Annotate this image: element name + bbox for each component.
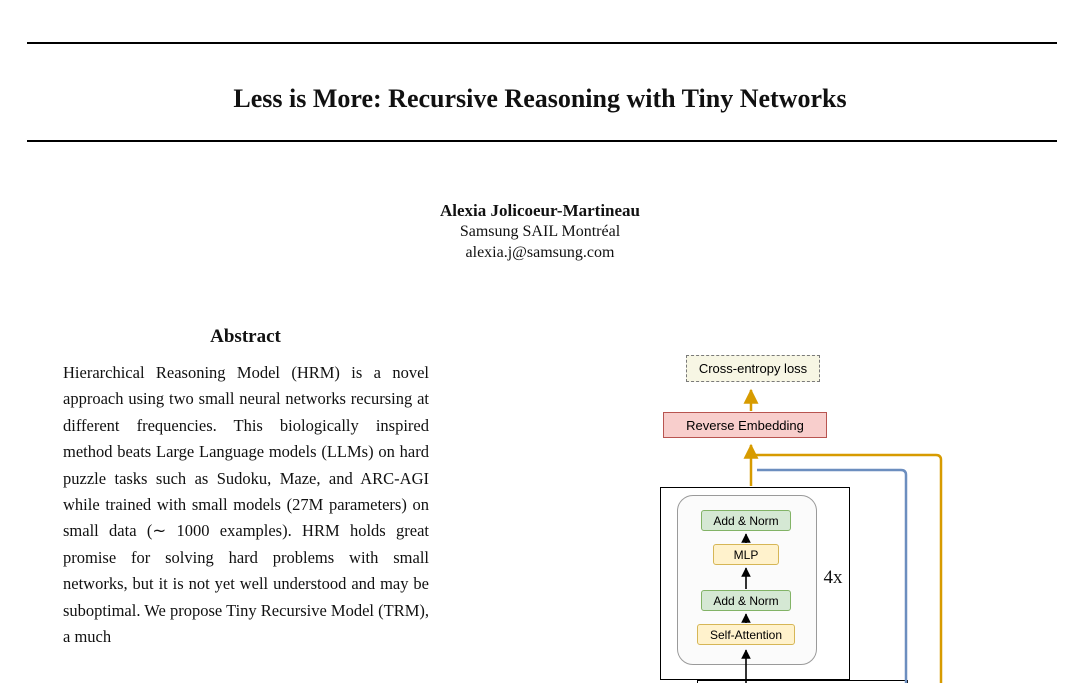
author-block: Alexia Jolicoeur-Martineau Samsung SAIL … (0, 200, 1080, 263)
reverse-embedding-box: Reverse Embedding (663, 412, 827, 438)
abstract-body: Hierarchical Reasoning Model (HRM) is a … (63, 363, 429, 647)
author-affiliation: Samsung SAIL Montréal (459, 223, 621, 240)
add-norm-top-box: Add & Norm (701, 510, 791, 531)
abstract-heading: Abstract (210, 326, 281, 347)
add-norm-bottom-box: Add & Norm (701, 590, 791, 611)
self-attention-box: Self-Attention (697, 624, 795, 645)
repeat-count-label: 4x (823, 567, 843, 588)
page-title: Less is More: Recursive Reasoning with T… (233, 84, 847, 113)
mlp-box: MLP (713, 544, 779, 565)
author-email: alexia.j@samsung.com (465, 244, 615, 261)
top-rule (27, 42, 1057, 44)
title-bottom-rule (27, 140, 1057, 142)
cross-entropy-loss-box: Cross-entropy loss (686, 355, 820, 382)
author-name: Alexia Jolicoeur-Martineau (439, 201, 640, 220)
